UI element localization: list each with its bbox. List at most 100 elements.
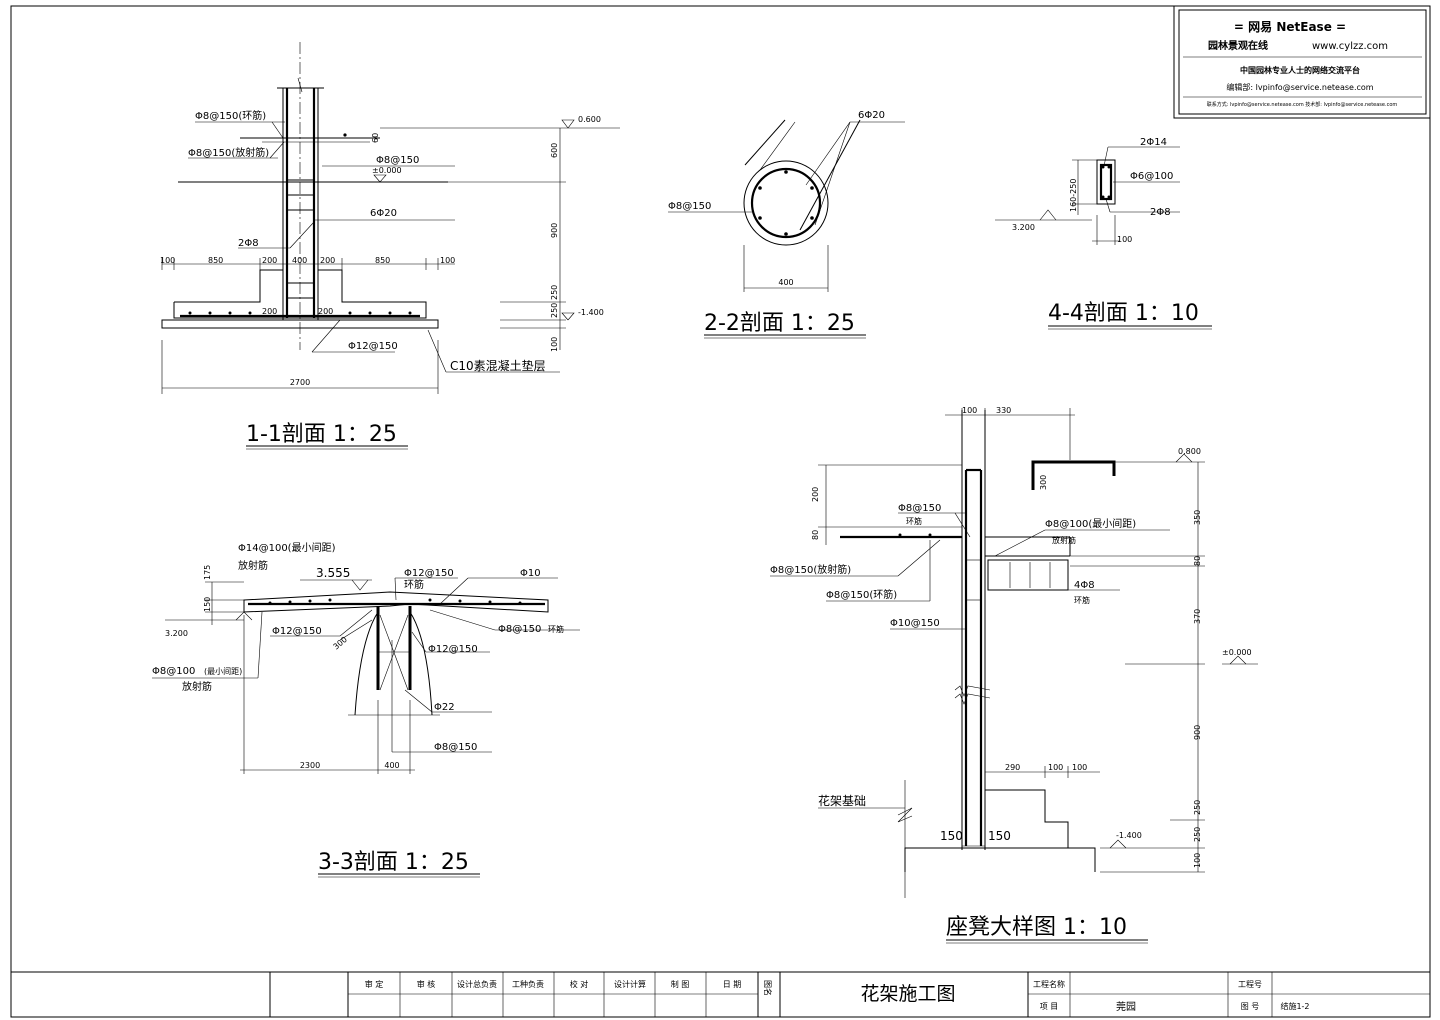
s33-label-radial8-note: (最小间距) <box>204 667 242 676</box>
bench-dim-right: 370 <box>1193 609 1202 624</box>
bench-label-four-phi8-sub: 环筋 <box>1074 595 1090 605</box>
stamp-contact: 联系方式: lvpinfo@service.netease.com 技术部: l… <box>1207 101 1398 108</box>
s11-dim-top: 200 <box>262 256 277 265</box>
s33-level-left: 3.200 <box>165 629 188 638</box>
s11-level-bottom: -1.400 <box>578 308 604 317</box>
s11-label-phi12-150: Φ12@150 <box>348 341 398 352</box>
s11-dim-top: 100 <box>160 256 175 265</box>
s33-label-radial8-sub: 放射筋 <box>182 680 212 693</box>
s11-dim-right: 250 <box>550 285 559 300</box>
s33-label-phi8-bottom: Φ8@150 <box>434 742 477 753</box>
tb-drawing-name: 花架施工图 <box>860 983 955 1005</box>
s33-dim-175: 175 <box>203 565 212 580</box>
tb-drawing-label: 图名 <box>763 980 773 996</box>
bench-dim-100b: 100 <box>1072 763 1087 772</box>
s33-label-phi12-right: Φ12@150 <box>428 644 478 655</box>
bench-label-ring-left: Φ8@150(环筋) <box>826 588 897 601</box>
s44-height: 160-250 <box>1069 179 1078 212</box>
s33-label-ring8: Φ8@150 <box>498 624 541 635</box>
stamp-slogan: 中国园林专业人士的网络交流平台 <box>1240 65 1360 75</box>
s11-dim-top: 200 <box>320 256 335 265</box>
bench-dim-100a: 100 <box>1048 763 1063 772</box>
title-block: 审 定 审 核 设计总负责 工种负责 校 对 设计计算 制 图 日 期 图名 花… <box>11 971 1430 1017</box>
s44-label-stirrup: Φ6@100 <box>1130 171 1173 182</box>
bench-dim-80: 80 <box>811 530 820 540</box>
bench-label-radial-sub: 放射筋 <box>1052 535 1076 545</box>
s33-label-ring8-sub: 环筋 <box>548 624 564 634</box>
bench-label-four-phi8: 4Φ8 <box>1074 580 1095 591</box>
bench-level-bottom: -1.400 <box>1116 831 1142 840</box>
bench-dim-330: 330 <box>996 406 1011 415</box>
s33-title: 3-3剖面 1：25 <box>318 850 469 875</box>
bench-dim-right: 100 <box>1193 853 1202 868</box>
tb-cell: 制 图 <box>671 979 690 989</box>
s11-label-radial: Φ8@150(放射筋) <box>188 146 269 159</box>
tb-item-label: 项 目 <box>1040 1002 1059 1011</box>
s33-label-ring12: Φ12@150 <box>404 568 454 579</box>
s11-level-zero: ±0.000 <box>372 166 402 175</box>
bench-dim-200: 200 <box>811 487 820 502</box>
section-3-3: 175 150 3.200 2300 400 Φ14@100(最小间距) 放射筋… <box>152 541 580 878</box>
tb-sheet-no-label: 图 号 <box>1241 1002 1260 1011</box>
tb-project-name-label: 工程名称 <box>1033 979 1065 989</box>
bench-title: 座凳大样图 1：10 <box>946 915 1127 940</box>
s44-level: 3.200 <box>1012 223 1035 232</box>
s33-label-phi10: Φ10 <box>520 568 541 579</box>
s11-dim-inner: 200 <box>262 307 277 316</box>
section-4-4: 2Φ14 Φ6@100 2Φ8 3.200 160-250 100 4-4剖面 … <box>995 137 1212 330</box>
s11-title: 1-1剖面 1：25 <box>246 422 397 447</box>
bench-dim-300: 300 <box>1039 475 1048 490</box>
tb-cell: 工种负责 <box>512 979 544 989</box>
s33-label-radial8: Φ8@100 <box>152 666 195 677</box>
s33-level-top: 3.555 <box>316 566 350 580</box>
s33-dim-bottom: 400 <box>384 761 399 770</box>
sheet-border <box>10 5 1431 1018</box>
s11-dim-right: 900 <box>550 223 559 238</box>
bench-dim-150a: 150 <box>940 829 963 843</box>
tb-cell: 日 期 <box>723 980 742 989</box>
s33-label-radial14-sub: 放射筋 <box>238 559 268 572</box>
bench-label-ring-sub: 环筋 <box>906 516 922 526</box>
s33-dim-150: 150 <box>203 597 212 612</box>
bench-label-radial: Φ8@100(最小间距) <box>1045 517 1136 530</box>
bench-dim-right: 900 <box>1193 725 1202 740</box>
bench-dim-100: 100 <box>962 406 977 415</box>
s11-dim-total: 2700 <box>290 378 310 387</box>
s44-title: 4-4剖面 1：10 <box>1048 301 1199 326</box>
s11-label-two-phi8: 2Φ8 <box>238 238 259 249</box>
bench-dim-right: 250 <box>1193 827 1202 842</box>
bench-label-phi10: Φ10@150 <box>890 618 940 629</box>
stamp-site-url: www.cylzz.com <box>1312 41 1388 52</box>
s44-label-top: 2Φ14 <box>1140 137 1167 148</box>
bench-dim-290: 290 <box>1005 763 1020 772</box>
bench-detail: 300 100 330 200 80 350 80 370 900 250 25… <box>770 406 1258 944</box>
s44-label-bottom: 2Φ8 <box>1150 207 1171 218</box>
s22-label-stirrup: Φ8@150 <box>668 201 711 212</box>
bench-label-ring: Φ8@150 <box>898 503 941 514</box>
s33-label-radial14: Φ14@100(最小间距) <box>238 541 336 554</box>
s44-width: 100 <box>1117 235 1132 244</box>
bench-dim-right: 350 <box>1193 510 1202 525</box>
s33-label-phi12-left: Φ12@150 <box>272 626 322 637</box>
s11-level-top: 0.600 <box>578 115 601 124</box>
tb-cell: 设计总负责 <box>457 979 497 989</box>
netease-stamp: = 网易 NetEase = 园林景观在线 www.cylzz.com 中国园林… <box>1173 5 1431 119</box>
s33-label-phi22: Φ22 <box>434 702 455 713</box>
stamp-brand: = 网易 NetEase = <box>1234 20 1346 34</box>
s22-label-dia: 400 <box>778 278 793 287</box>
stamp-site-name: 园林景观在线 <box>1208 39 1268 52</box>
s11-label-cushion: C10素混凝土垫层 <box>450 358 546 373</box>
s22-title: 2-2剖面 1：25 <box>704 311 855 336</box>
bench-dim-150b: 150 <box>988 829 1011 843</box>
s33-label-r300: 300 <box>332 635 349 652</box>
s11-dim-top: 850 <box>208 256 223 265</box>
tb-cell: 设计计算 <box>614 979 646 989</box>
s11-label-phi8-150: Φ8@150 <box>376 155 419 166</box>
s11-dim-right: 250 <box>550 303 559 318</box>
bench-level-top: 0.800 <box>1178 447 1201 456</box>
tb-project-no-label: 工程号 <box>1238 980 1262 989</box>
section-1-1: 100 850 200 400 200 850 100 200 200 2700… <box>160 42 620 450</box>
s22-label-bars: 6Φ20 <box>858 110 885 121</box>
section-2-2: 6Φ20 Φ8@150 400 2-2剖面 1：25 <box>668 110 905 339</box>
s11-dim-top: 400 <box>292 256 307 265</box>
